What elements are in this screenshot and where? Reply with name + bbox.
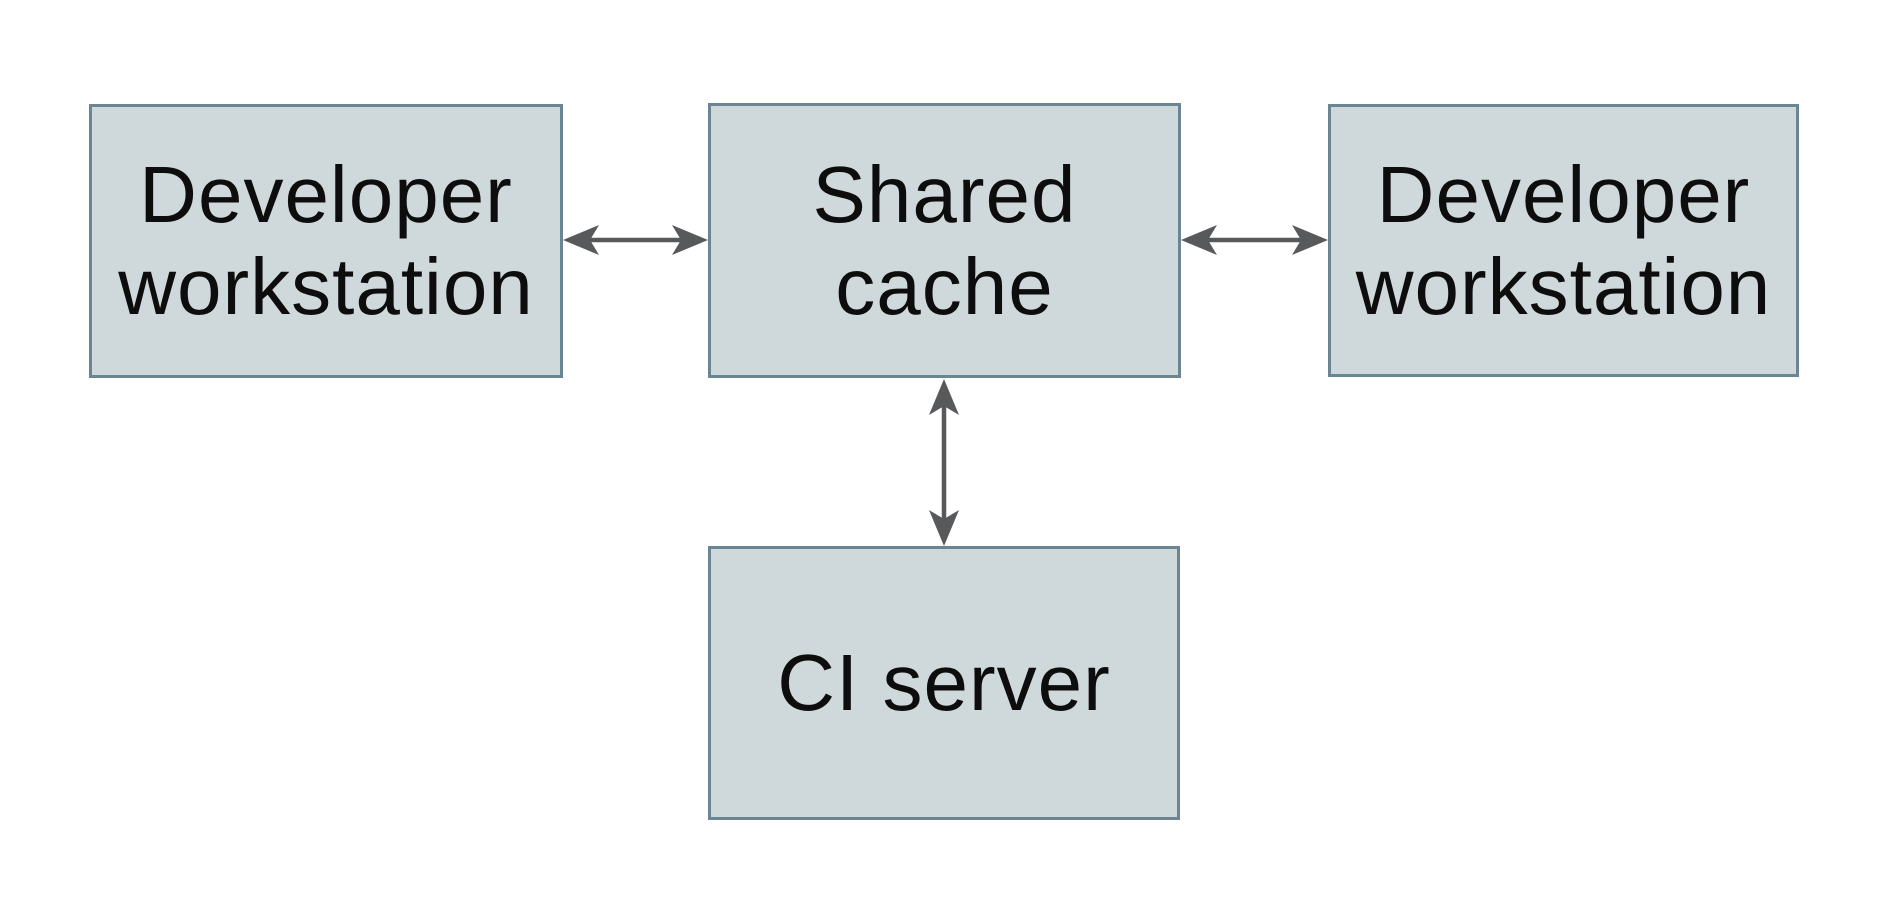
- arrowhead-up-icon: [929, 379, 959, 415]
- node-label-line: workstation: [1355, 241, 1772, 331]
- arrowhead-left-icon: [563, 225, 599, 255]
- node-label-line: CI server: [777, 638, 1111, 727]
- arrowhead-right-icon: [672, 225, 708, 255]
- node-ci-server: CI server: [708, 546, 1180, 820]
- node-label-line: Developer: [1376, 149, 1751, 239]
- node-label-line: workstation: [118, 242, 534, 331]
- node-developer-workstation-left: Developer workstation: [89, 104, 563, 378]
- arrowhead-right-icon: [1292, 225, 1328, 255]
- arrowhead-left-icon: [1181, 225, 1217, 255]
- node-label-line: cache: [835, 241, 1054, 331]
- node-developer-workstation-right: Developer workstation: [1328, 104, 1799, 377]
- arrowhead-down-icon: [929, 510, 959, 546]
- bidirectional-arrow-shared-cache-ci-server: [929, 379, 959, 546]
- bidirectional-arrow-left-workstation-shared-cache: [563, 225, 708, 255]
- bidirectional-arrow-shared-cache-right-workstation: [1181, 225, 1328, 255]
- node-shared-cache: Shared cache: [708, 103, 1181, 378]
- node-label-line: Shared: [812, 149, 1077, 239]
- node-label-line: Developer: [139, 150, 513, 239]
